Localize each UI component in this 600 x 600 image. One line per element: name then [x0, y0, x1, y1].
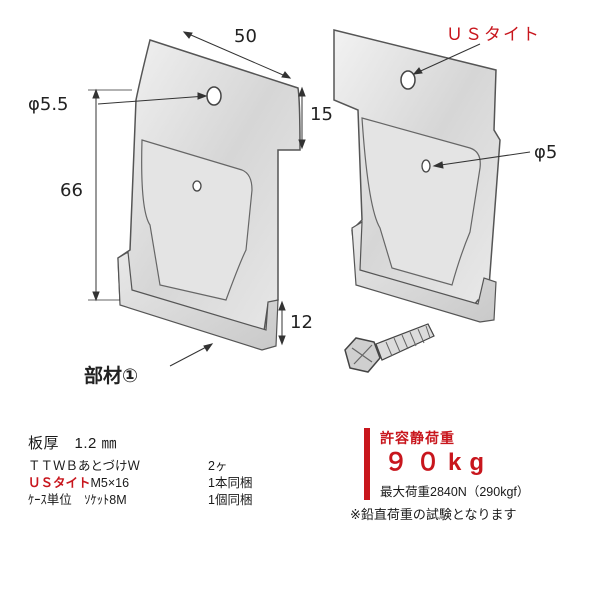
dim-width-label: 50 [234, 26, 257, 47]
right-bracket [333, 29, 501, 323]
load-value: ９０kg [384, 449, 493, 476]
us-tile-label: ＵＳタイト [446, 25, 541, 45]
load-title: 許容静荷重 [380, 430, 455, 446]
item-name-highlight: ＵＳタイト [28, 476, 91, 490]
left-hole [206, 86, 222, 106]
load-box: 許容静荷重 ９０kg 最大荷重2840N（290kgf） [364, 428, 584, 500]
table-row: ＵＳタイトM5×16 1本同梱 [28, 476, 252, 493]
product-diagram: 50 15 66 12 φ5.5 φ5 ＵＳタイト 部材① [28, 25, 557, 387]
right-hole [400, 70, 416, 90]
item-name-rest: M5×16 [90, 476, 130, 490]
spec-block: 板厚 1.2 ㎜ ＴＴＷＢあとづけＷ 2ヶ ＵＳタイトM5×16 1本同梱 ｹｰ… [28, 432, 358, 510]
item-name: ＵＳタイトM5×16 [28, 476, 208, 493]
hole-left-label: φ5.5 [28, 94, 69, 115]
hole-right-label: φ5 [534, 142, 557, 163]
table-row: ＴＴＷＢあとづけＷ 2ヶ [28, 459, 252, 476]
item-name: ＴＴＷＢあとづけＷ [28, 459, 141, 473]
dim-bottom-label: 12 [290, 312, 313, 333]
screw [344, 323, 435, 373]
part-label: 部材① [84, 364, 138, 387]
right-hole-small [421, 159, 431, 173]
dim-top-label: 15 [310, 104, 333, 125]
table-row: ｹｰｽ単位 ｿｹｯﾄ8M 1個同梱 [28, 493, 252, 510]
dimension-lines [88, 31, 531, 367]
dim-height-label: 66 [60, 180, 83, 201]
left-hole-small [192, 180, 202, 192]
thickness-text: 板厚 1.2 ㎜ [28, 435, 118, 452]
item-qty: 1個同梱 [208, 493, 253, 507]
item-name: ｹｰｽ単位 ｿｹｯﾄ8M [28, 493, 127, 507]
load-block: 許容静荷重 ９０kg 最大荷重2840N（290kgf） ※鉛直荷重の試験となり… [350, 428, 584, 523]
left-bracket [117, 39, 301, 351]
item-qty: 2ヶ [208, 459, 228, 473]
item-qty: 1本同梱 [208, 476, 253, 490]
max-load-text: 最大荷重2840N（290kgf） [380, 485, 530, 499]
test-note: ※鉛直荷重の試験となります [350, 507, 517, 522]
contents-table: ＴＴＷＢあとづけＷ 2ヶ ＵＳタイトM5×16 1本同梱 ｹｰｽ単位 ｿｹｯﾄ8… [28, 459, 252, 510]
